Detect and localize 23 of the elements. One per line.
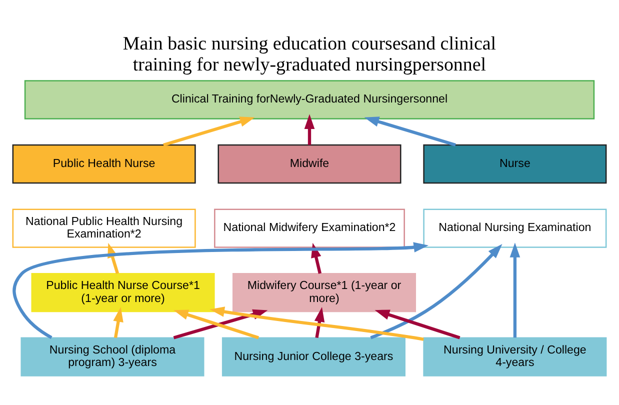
- arrow: [210, 306, 424, 340]
- arrow: [374, 309, 460, 339]
- node-box: National Public Health Nursing Examination*2: [12, 208, 196, 248]
- node-box: Midwifery Course*1 (1-year or more): [232, 272, 416, 312]
- node-box: Nurse: [423, 144, 607, 184]
- node-box: National Midwifery Examination*2: [214, 208, 405, 248]
- arrow: [113, 306, 124, 338]
- diagram-title: Main basic nursing education coursesand clinical training for newly-graduated nursingpersonnel: [122, 33, 496, 76]
- node-box: Midwife: [218, 144, 402, 184]
- node-box: Nursing School (diploma program) 3-years: [20, 336, 204, 376]
- arrow: [510, 242, 520, 338]
- node-box: National Nursing Examination: [423, 208, 607, 248]
- arrow: [163, 116, 255, 146]
- arrow: [311, 242, 322, 274]
- arrow: [304, 114, 315, 144]
- node-box: Public Health Nurse Course*1 (1-year or more): [31, 272, 215, 312]
- node-box: Nursing Junior College 3-years: [222, 336, 406, 376]
- node-box: Public Health Nurse: [12, 144, 196, 184]
- node-box: Nursing University / College 4-years: [423, 336, 607, 376]
- arrow: [364, 116, 456, 146]
- node-box: Clinical Training forNewly-Graduated Nursingersonnel: [24, 80, 595, 119]
- arrow: [314, 306, 325, 338]
- arrow: [370, 243, 502, 339]
